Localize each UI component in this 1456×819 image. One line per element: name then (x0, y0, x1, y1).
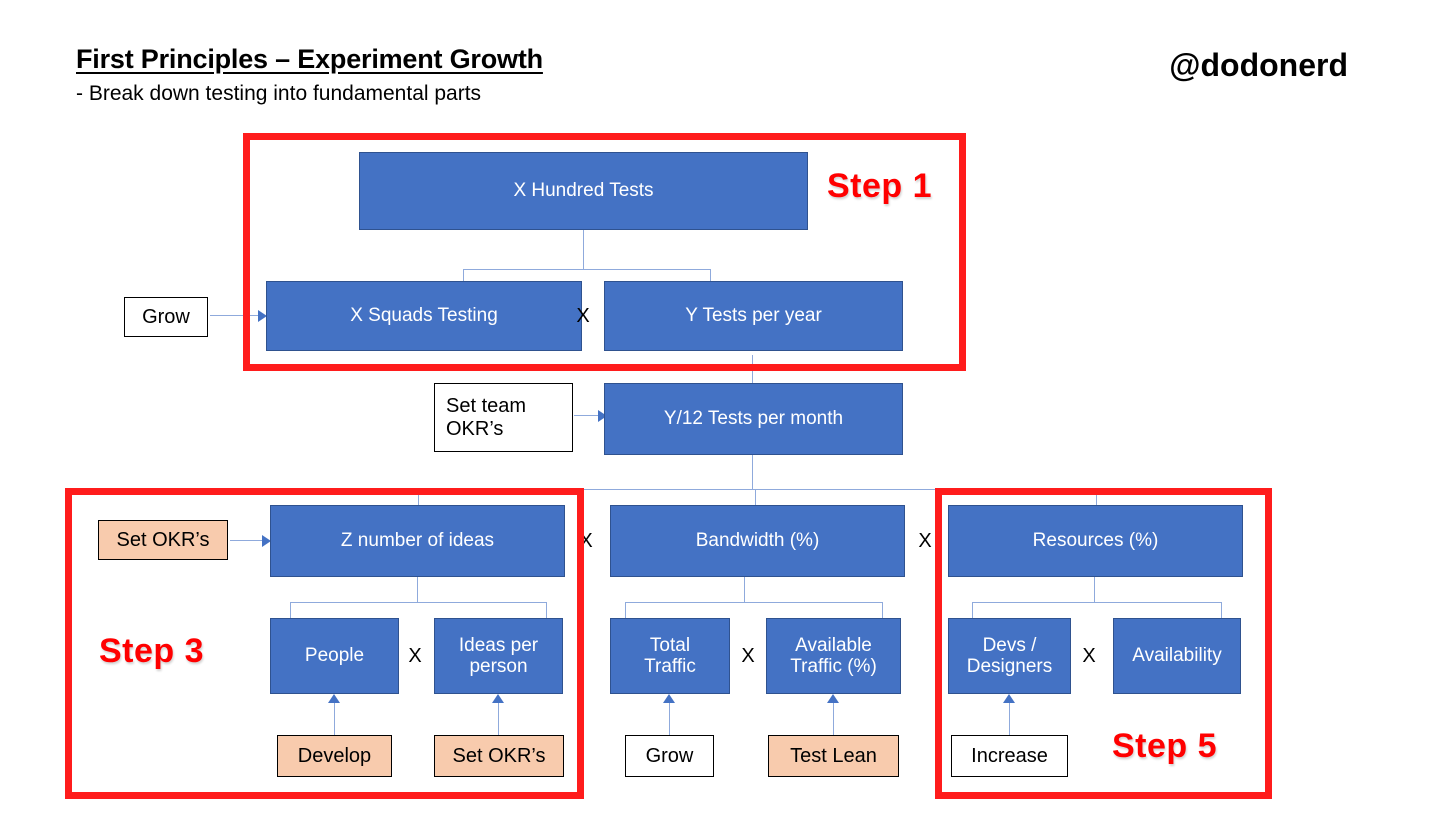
node-root-label: X Hundred Tests (513, 180, 654, 202)
node-resources[interactable]: Resources (%) (948, 505, 1243, 577)
connector-to-devs (972, 602, 974, 618)
connector-to-ideas (418, 489, 420, 505)
action-test-lean-label: Test Lean (790, 744, 877, 767)
node-z-number-of-ideas-label: Z number of ideas (340, 530, 495, 552)
connector-to-total-traffic (625, 602, 627, 618)
node-ideas-per-person-label: Ideas per person (458, 634, 539, 677)
connector-resources-stem (1094, 577, 1096, 603)
step-label-3: Step 3 (96, 630, 206, 673)
action-increase-devs[interactable]: Increase (951, 735, 1068, 777)
connector-bandwidth-bar (625, 602, 883, 604)
connector-year-to-month (752, 355, 754, 383)
action-set-okrs-ideas-label: Set OKR’s (116, 528, 210, 551)
step-label-1: Step 1 (824, 165, 934, 208)
operator-multiply-ideas: X (579, 530, 593, 552)
action-set-okrs-ideas-per-person-label: Set OKR’s (452, 744, 546, 767)
operator-multiply-traffic: X (741, 645, 755, 667)
node-available-traffic[interactable]: Available Traffic (%) (766, 618, 901, 694)
arrowhead-develop-to-people (328, 694, 340, 703)
action-set-okrs-ideas[interactable]: Set OKR’s (98, 520, 228, 560)
node-z-number-of-ideas[interactable]: Z number of ideas (270, 505, 565, 577)
node-people-label: People (304, 645, 365, 667)
page-title: First Principles – Experiment Growth (76, 44, 543, 74)
action-grow-squads[interactable]: Grow (124, 297, 208, 337)
arrowhead-grow-to-total-traffic (663, 694, 675, 703)
node-x-squads-testing[interactable]: X Squads Testing (266, 281, 582, 351)
connector-to-people (290, 602, 292, 618)
node-total-traffic-label: Total Traffic (644, 634, 696, 677)
connector-to-available-traffic (882, 602, 884, 618)
connector-to-ideas-per-person (546, 602, 548, 618)
connector-to-availability (1221, 602, 1223, 618)
action-grow-squads-label: Grow (142, 305, 190, 328)
connector-ideas-bar (290, 602, 547, 604)
connector-to-squads (463, 269, 465, 283)
connector-ideas-stem (417, 577, 419, 603)
arrowhead-okrs-to-ideas (262, 535, 271, 547)
node-root[interactable]: X Hundred Tests (359, 152, 808, 230)
node-ideas-per-person[interactable]: Ideas per person (434, 618, 563, 694)
action-increase-devs-label: Increase (971, 744, 1048, 767)
node-resources-label: Resources (%) (1032, 530, 1159, 552)
connector-month-bar (418, 489, 1097, 491)
connector-to-bandwidth (755, 489, 757, 505)
page-subtitle: - Break down testing into fundamental pa… (76, 82, 482, 105)
arrowhead-grow-to-squads (258, 310, 267, 322)
connector-bandwidth-stem (744, 577, 746, 603)
connector-okrs-to-month (574, 415, 602, 417)
operator-multiply-top: X (576, 305, 590, 327)
author-handle: @dodonerd (1169, 47, 1348, 83)
node-bandwidth-label: Bandwidth (%) (695, 530, 820, 552)
arrowhead-okrs-to-month (598, 410, 607, 422)
connector-grow-to-squads (210, 315, 260, 317)
operator-multiply-people: X (408, 645, 422, 667)
connector-okrs-to-ideas-per-person (498, 702, 500, 735)
node-devs-designers-label: Devs / Designers (966, 634, 1053, 677)
connector-root-stem (583, 230, 585, 269)
node-bandwidth[interactable]: Bandwidth (%) (610, 505, 905, 577)
node-y-tests-per-year[interactable]: Y Tests per year (604, 281, 903, 351)
connector-test-lean-to-available-traffic (833, 702, 835, 735)
action-test-lean[interactable]: Test Lean (768, 735, 899, 777)
connector-increase-to-devs (1009, 702, 1011, 735)
connector-develop-to-people (334, 702, 336, 735)
node-y12-tests-per-month-label: Y/12 Tests per month (663, 408, 844, 430)
node-availability-label: Availability (1132, 645, 1222, 667)
action-develop-people[interactable]: Develop (277, 735, 392, 777)
connector-to-tests-per-year (710, 269, 712, 283)
operator-multiply-devs: X (1082, 645, 1096, 667)
operator-multiply-bandwidth: X (918, 530, 932, 552)
connector-month-stem (752, 455, 754, 490)
arrowhead-test-lean-to-available-traffic (827, 694, 839, 703)
step-label-5: Step 5 (1109, 725, 1219, 768)
action-set-team-okrs[interactable]: Set team OKR’s (434, 383, 573, 452)
node-x-squads-testing-label: X Squads Testing (350, 305, 498, 327)
action-develop-people-label: Develop (297, 744, 372, 767)
connector-resources-bar (972, 602, 1222, 604)
action-set-team-okrs-label: Set team OKR’s (446, 395, 527, 440)
action-set-okrs-ideas-per-person[interactable]: Set OKR’s (434, 735, 564, 777)
arrowhead-okrs-to-ideas-per-person (492, 694, 504, 703)
arrowhead-increase-to-devs (1003, 694, 1015, 703)
action-grow-traffic[interactable]: Grow (625, 735, 714, 777)
node-y-tests-per-year-label: Y Tests per year (685, 305, 822, 327)
action-grow-traffic-label: Grow (645, 744, 694, 767)
node-y12-tests-per-month[interactable]: Y/12 Tests per month (604, 383, 903, 455)
node-availability[interactable]: Availability (1113, 618, 1241, 694)
node-available-traffic-label: Available Traffic (%) (790, 634, 877, 677)
connector-to-resources (1096, 489, 1098, 505)
connector-root-bar (463, 269, 711, 271)
connector-grow-to-total-traffic (669, 702, 671, 735)
node-people[interactable]: People (270, 618, 399, 694)
node-total-traffic[interactable]: Total Traffic (610, 618, 730, 694)
node-devs-designers[interactable]: Devs / Designers (948, 618, 1071, 694)
connector-okrs-to-ideas (230, 540, 266, 542)
